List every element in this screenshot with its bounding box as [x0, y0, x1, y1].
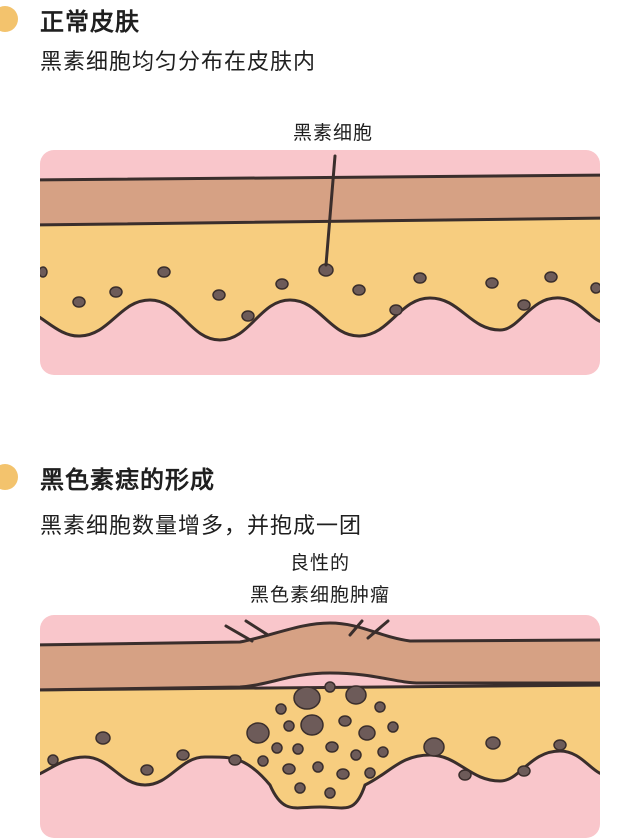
- bullet-icon: [0, 6, 18, 32]
- callout-line: 黑色素细胞肿瘤: [249, 584, 390, 606]
- callout-label: 良性的 黑色素细胞肿瘤: [190, 547, 450, 611]
- callout-line: 良性的: [289, 552, 350, 574]
- nevus-cluster: [246, 681, 399, 799]
- epidermis-layer: [40, 621, 600, 692]
- skin-diagram-normal: [40, 150, 600, 375]
- section-subtitle: 黑素细胞数量增多，并抱成一团: [40, 514, 363, 539]
- bullet-icon: [0, 464, 18, 490]
- skin-diagram-mole: [40, 615, 600, 838]
- melanocyte-cells: [40, 263, 600, 322]
- callout-label: 黑素细胞: [268, 118, 398, 145]
- dermis-layer: [40, 214, 600, 342]
- section-heading: 正常皮肤: [40, 8, 140, 36]
- epidermis-layer: [40, 173, 600, 227]
- callout-line: 黑素细胞: [292, 122, 373, 144]
- section-normal-skin: 正常皮肤 黑素细胞均匀分布在皮肤内 黑素细胞: [0, 0, 640, 400]
- melanocyte-cells: [47, 731, 567, 781]
- section-mole-formation: 黑色素痣的形成 黑素细胞数量增多，并抱成一团 良性的 黑色素细胞肿瘤: [0, 455, 640, 838]
- section-heading: 黑色素痣的形成: [40, 466, 215, 494]
- hair-lines: [224, 619, 390, 643]
- callout-pointer: [324, 154, 337, 267]
- section-subtitle: 黑素细胞均匀分布在皮肤内: [40, 50, 317, 75]
